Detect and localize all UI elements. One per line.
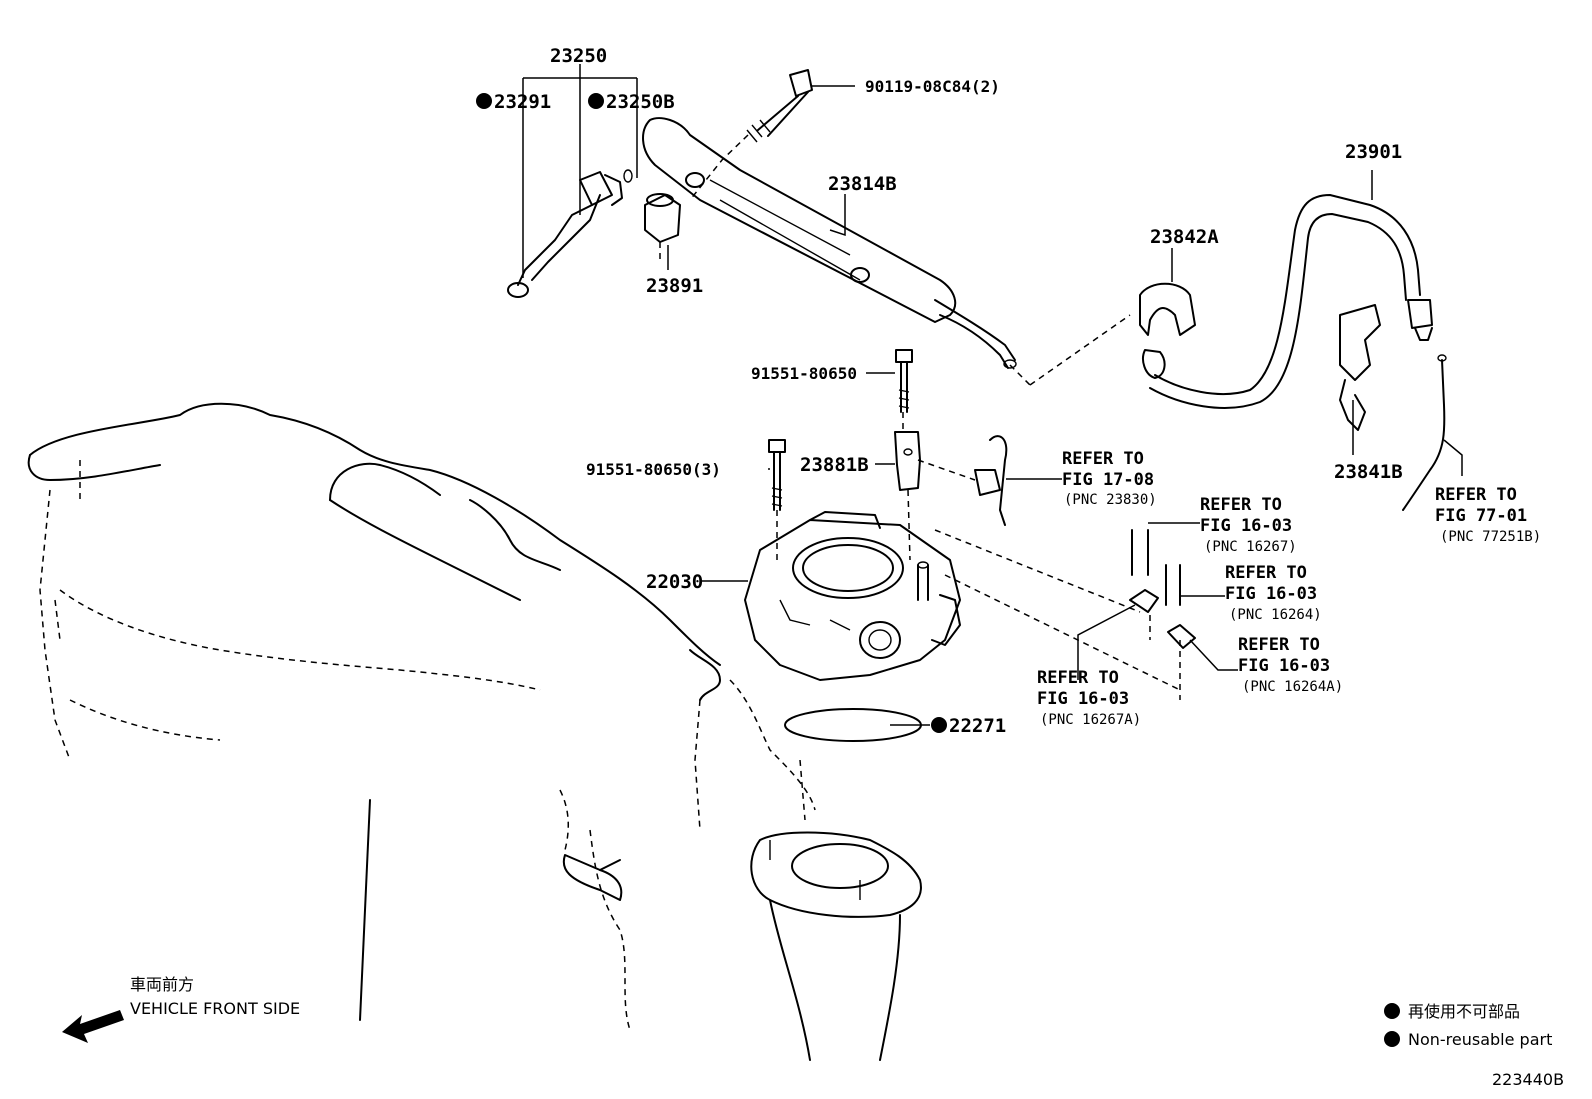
fuel-injector-drawing [507,169,633,298]
clamp-23841b-drawing [1339,304,1381,431]
fuel-hose-drawing [1142,194,1433,409]
ref-line-2: FIG 16-03 [1238,656,1330,676]
vehicle-front-indicator: 車両前方 VEHICLE FRONT SIDE [62,975,300,1043]
label-22271: 22271 [949,715,1006,737]
legend-label-jp: 再使用不可部品 [1408,1002,1520,1021]
label-23814b: 23814B [828,173,897,195]
ref-line-3: (PNC 16264) [1229,607,1322,623]
ref-callout-16267: REFER TO FIG 16-03 (PNC 16267) [1200,495,1297,555]
ref-line-2: FIG 16-03 [1037,689,1129,709]
label-91551-80650: 91551-80650 [751,364,857,383]
ref-line-3: (PNC 77251B) [1440,529,1541,545]
non-reusable-marker [931,717,947,733]
ref-line-3: (PNC 16264A) [1242,679,1343,695]
bolt-90119-drawing [746,69,813,143]
label-23901: 23901 [1345,141,1402,163]
ref-callout-17-08: REFER TO FIG 17-08 (PNC 23830) [1062,449,1157,508]
ref-line-1: REFER TO [1238,635,1320,655]
ref-callout-16264a: REFER TO FIG 16-03 (PNC 16264A) [1238,635,1343,695]
bolt-91551-drawing [768,349,913,511]
ref-line-1: REFER TO [1062,449,1144,469]
label-90119: 90119-08C84(2) [865,77,1000,96]
non-reusable-marker [476,93,492,109]
delivery-pipe-drawing [642,117,1017,369]
intake-manifold-drawing [27,402,922,1061]
label-23250: 23250 [550,45,607,67]
label-23841b: 23841B [1334,461,1403,483]
ref-line-1: REFER TO [1435,485,1517,505]
ref-line-2: FIG 77-01 [1435,506,1527,526]
legend: 再使用不可部品 Non-reusable part [1384,1002,1552,1049]
ref-callout-16264: REFER TO FIG 16-03 (PNC 16264) [1225,563,1322,623]
ref-line-2: FIG 16-03 [1225,584,1317,604]
ref-line-1: REFER TO [1200,495,1282,515]
vehicle-front-label-en: VEHICLE FRONT SIDE [130,999,300,1018]
label-23891: 23891 [646,275,703,297]
fuel-pipe-77251b-drawing [1402,354,1447,511]
connection-lines [659,134,1181,700]
ref-line-1: REFER TO [1225,563,1307,583]
ref-line-1: REFER TO [1037,668,1119,688]
ref-line-2: FIG 16-03 [1200,516,1292,536]
non-reusable-legend-icon [1384,1003,1400,1019]
label-23291: 23291 [494,91,551,113]
ref-callout-16267a: REFER TO FIG 16-03 (PNC 16267A) [1037,668,1141,728]
label-91551-80650-3: 91551-80650(3) [586,460,721,479]
clamp-23842a-drawing [1139,282,1196,336]
ref-line-2: FIG 17-08 [1062,470,1154,490]
bracket-drawing [894,431,1008,526]
insulator-drawing [644,193,681,243]
non-reusable-marker [588,93,604,109]
label-23881b: 23881B [800,454,869,476]
legend-label-en: Non-reusable part [1408,1030,1552,1049]
ref-line-3: (PNC 16267A) [1040,712,1141,728]
ref-line-3: (PNC 23830) [1064,492,1157,508]
vehicle-front-label-jp: 車両前方 [130,975,194,994]
water-hoses-drawing [1129,529,1196,649]
non-reusable-legend-icon [1384,1031,1400,1047]
front-arrow-icon [62,1010,124,1043]
leader-lines [522,64,1463,726]
label-23842a: 23842A [1150,226,1219,248]
diagram-code: 223440B [1492,1070,1564,1089]
ref-line-3: (PNC 16267) [1204,539,1297,555]
ref-callout-77-01: REFER TO FIG 77-01 (PNC 77251B) [1435,485,1541,545]
label-22030: 22030 [646,571,703,593]
throttle-body-drawing [744,511,961,681]
label-23250b: 23250B [606,91,675,113]
